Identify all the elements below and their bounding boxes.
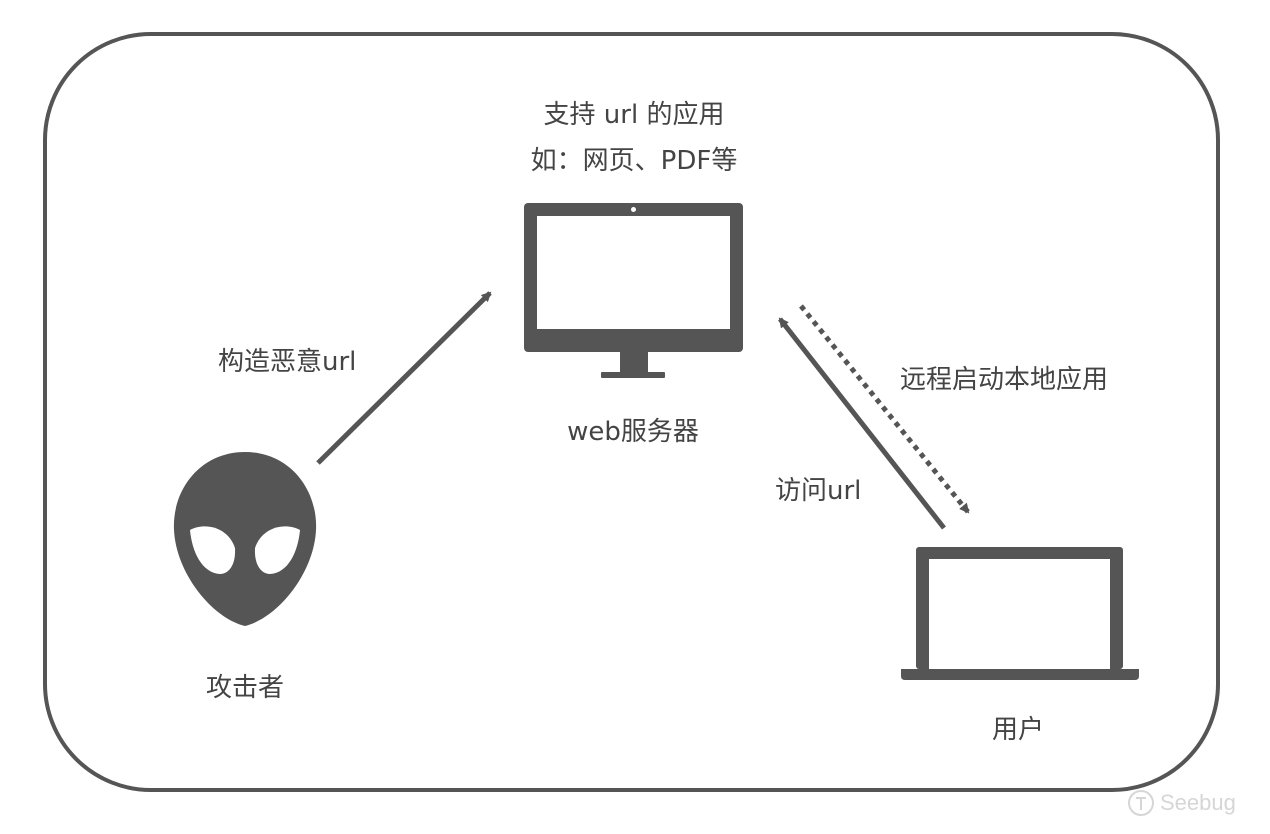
user-label: 用户 <box>991 715 1045 745</box>
app-description: 支持 url 的应用 如：网页、PDF等 <box>531 92 738 184</box>
diagram-frame <box>43 32 1220 792</box>
seebug-logo-icon <box>1128 790 1154 816</box>
app-line-1: 支持 url 的应用 <box>543 100 725 130</box>
watermark: Seebug <box>1126 788 1236 818</box>
app-line-2: 如：网页、PDF等 <box>530 146 738 176</box>
arrow-user-to-server <box>778 317 946 530</box>
attacker-label: 攻击者 <box>205 673 285 703</box>
arrow-server-to-user <box>799 304 970 514</box>
server-label: web服务器 <box>567 417 699 447</box>
laptop-icon <box>901 547 1139 680</box>
edge-label-craft-url: 构造恶意url <box>218 347 357 377</box>
monitor-icon <box>524 203 743 378</box>
edge-label-visit-url: 访问url <box>775 476 862 506</box>
arrow-attacker-to-server <box>316 291 492 465</box>
watermark-text: Seebug <box>1160 790 1236 815</box>
edge-label-remote-launch: 远程启动本地应用 <box>900 365 1109 395</box>
alien-icon <box>173 452 317 626</box>
